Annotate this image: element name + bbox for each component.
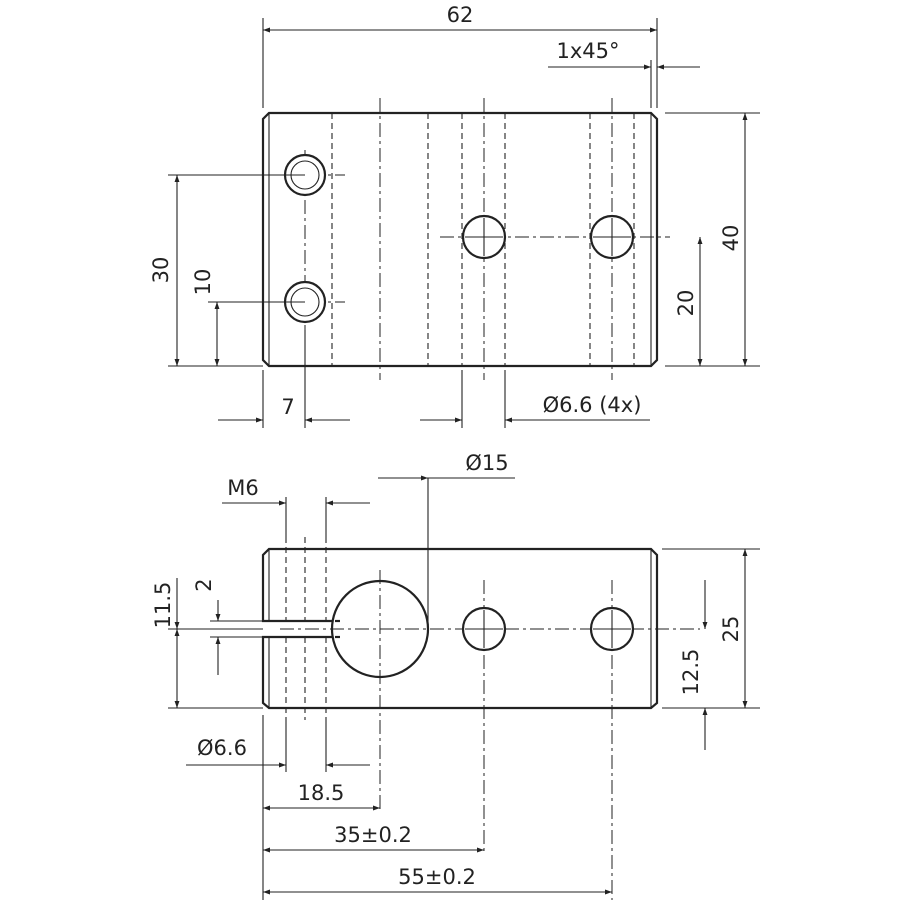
dim-height-40: 40: [719, 225, 743, 252]
top-view: 62 1x45° 40 20 30 10 7 Ø6: [149, 3, 760, 428]
dim-width-62: 62: [447, 3, 474, 27]
dim-offset-10: 10: [191, 269, 215, 296]
front-hole-middle: [461, 606, 507, 652]
dim-bore-15: Ø15: [465, 451, 508, 475]
top-hole-middle: [461, 214, 507, 260]
dim-spacing-30: 30: [149, 257, 173, 284]
dim-edge-7: 7: [281, 395, 294, 419]
dim-bore-pos-18-5: 18.5: [298, 781, 345, 805]
dim-center-20: 20: [674, 290, 698, 317]
dim-hole-dia-4x: Ø6.6 (4x): [543, 393, 642, 417]
top-hole-right: [589, 214, 635, 260]
front-view: M6 Ø15 25 12.5 11.5 2 Ø6.6: [151, 451, 760, 900]
dim-hole-dia-6-6: Ø6.6: [197, 736, 247, 760]
dim-slot-11-5: 11.5: [151, 582, 175, 629]
dim-thread-m6: M6: [227, 476, 258, 500]
front-hole-right: [589, 606, 635, 652]
dim-center-12-5: 12.5: [679, 649, 703, 696]
dim-slot-2: 2: [192, 578, 216, 591]
dim-hole1-pos-35: 35±0.2: [334, 823, 412, 847]
dim-hole2-pos-55: 55±0.2: [398, 865, 476, 889]
dim-height-25: 25: [719, 616, 743, 643]
dim-chamfer: 1x45°: [556, 39, 619, 63]
